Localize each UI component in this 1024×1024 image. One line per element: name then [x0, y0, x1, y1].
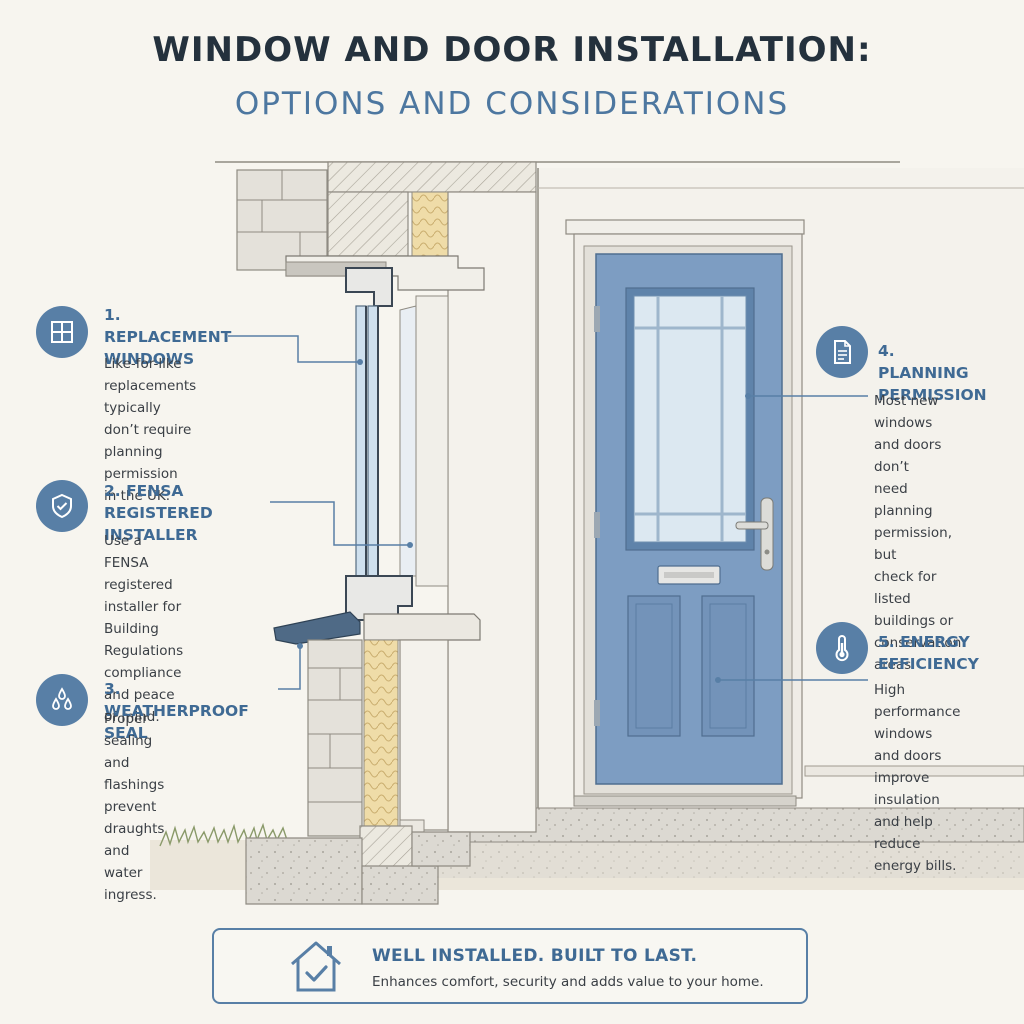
thermometer-icon — [816, 622, 868, 674]
callout-title: 2. FENSA REGISTERED INSTALLER — [104, 482, 213, 544]
leader-1-dot — [357, 359, 363, 365]
house-check-icon — [286, 938, 346, 1000]
page-subtitle: OPTIONS AND CONSIDERATIONS — [234, 86, 790, 122]
page-title: WINDOW AND DOOR INSTALLATION: — [152, 30, 872, 70]
callout-title: 4. PLANNING PERMISSION — [878, 342, 987, 404]
leader-5-dot — [715, 677, 721, 683]
leader-1 — [228, 335, 358, 363]
leader-4-dot — [745, 393, 751, 399]
callout-title: 1. REPLACEMENT WINDOWS — [104, 306, 232, 368]
callout-text: Proper sealing and flashings prevent dra… — [104, 711, 165, 903]
leader-2-dot — [407, 542, 413, 548]
water-drops-icon — [36, 674, 88, 726]
callout-title: 3. WEATHERPROOF SEAL — [104, 680, 249, 742]
callout-text: Use a FENSA registered installer for Bui… — [104, 533, 184, 725]
document-icon — [816, 326, 868, 378]
front-door-illustration — [565, 219, 805, 807]
banner-title: WELL INSTALLED. BUILT TO LAST. — [372, 946, 698, 966]
shield-check-icon — [36, 480, 88, 532]
callout-text: High performance windows and doors impro… — [874, 682, 961, 874]
leader-3 — [278, 648, 301, 690]
callout-title: 5. ENERGY EFFICIENCY — [878, 633, 979, 673]
wall-cross-section — [236, 161, 537, 905]
leader-3-dot — [297, 643, 303, 649]
callout-leaders — [228, 335, 868, 690]
banner-text: Enhances comfort, security and adds valu… — [372, 974, 764, 990]
window-icon — [36, 306, 88, 358]
callout-text: Most new windows and doors don’t need pl… — [874, 393, 962, 673]
footer-banner: WELL INSTALLED. BUILT TO LAST. Enhances … — [212, 928, 808, 1004]
callout-text: Like-for-like replacements typically don… — [104, 356, 197, 504]
leader-2 — [270, 501, 408, 546]
